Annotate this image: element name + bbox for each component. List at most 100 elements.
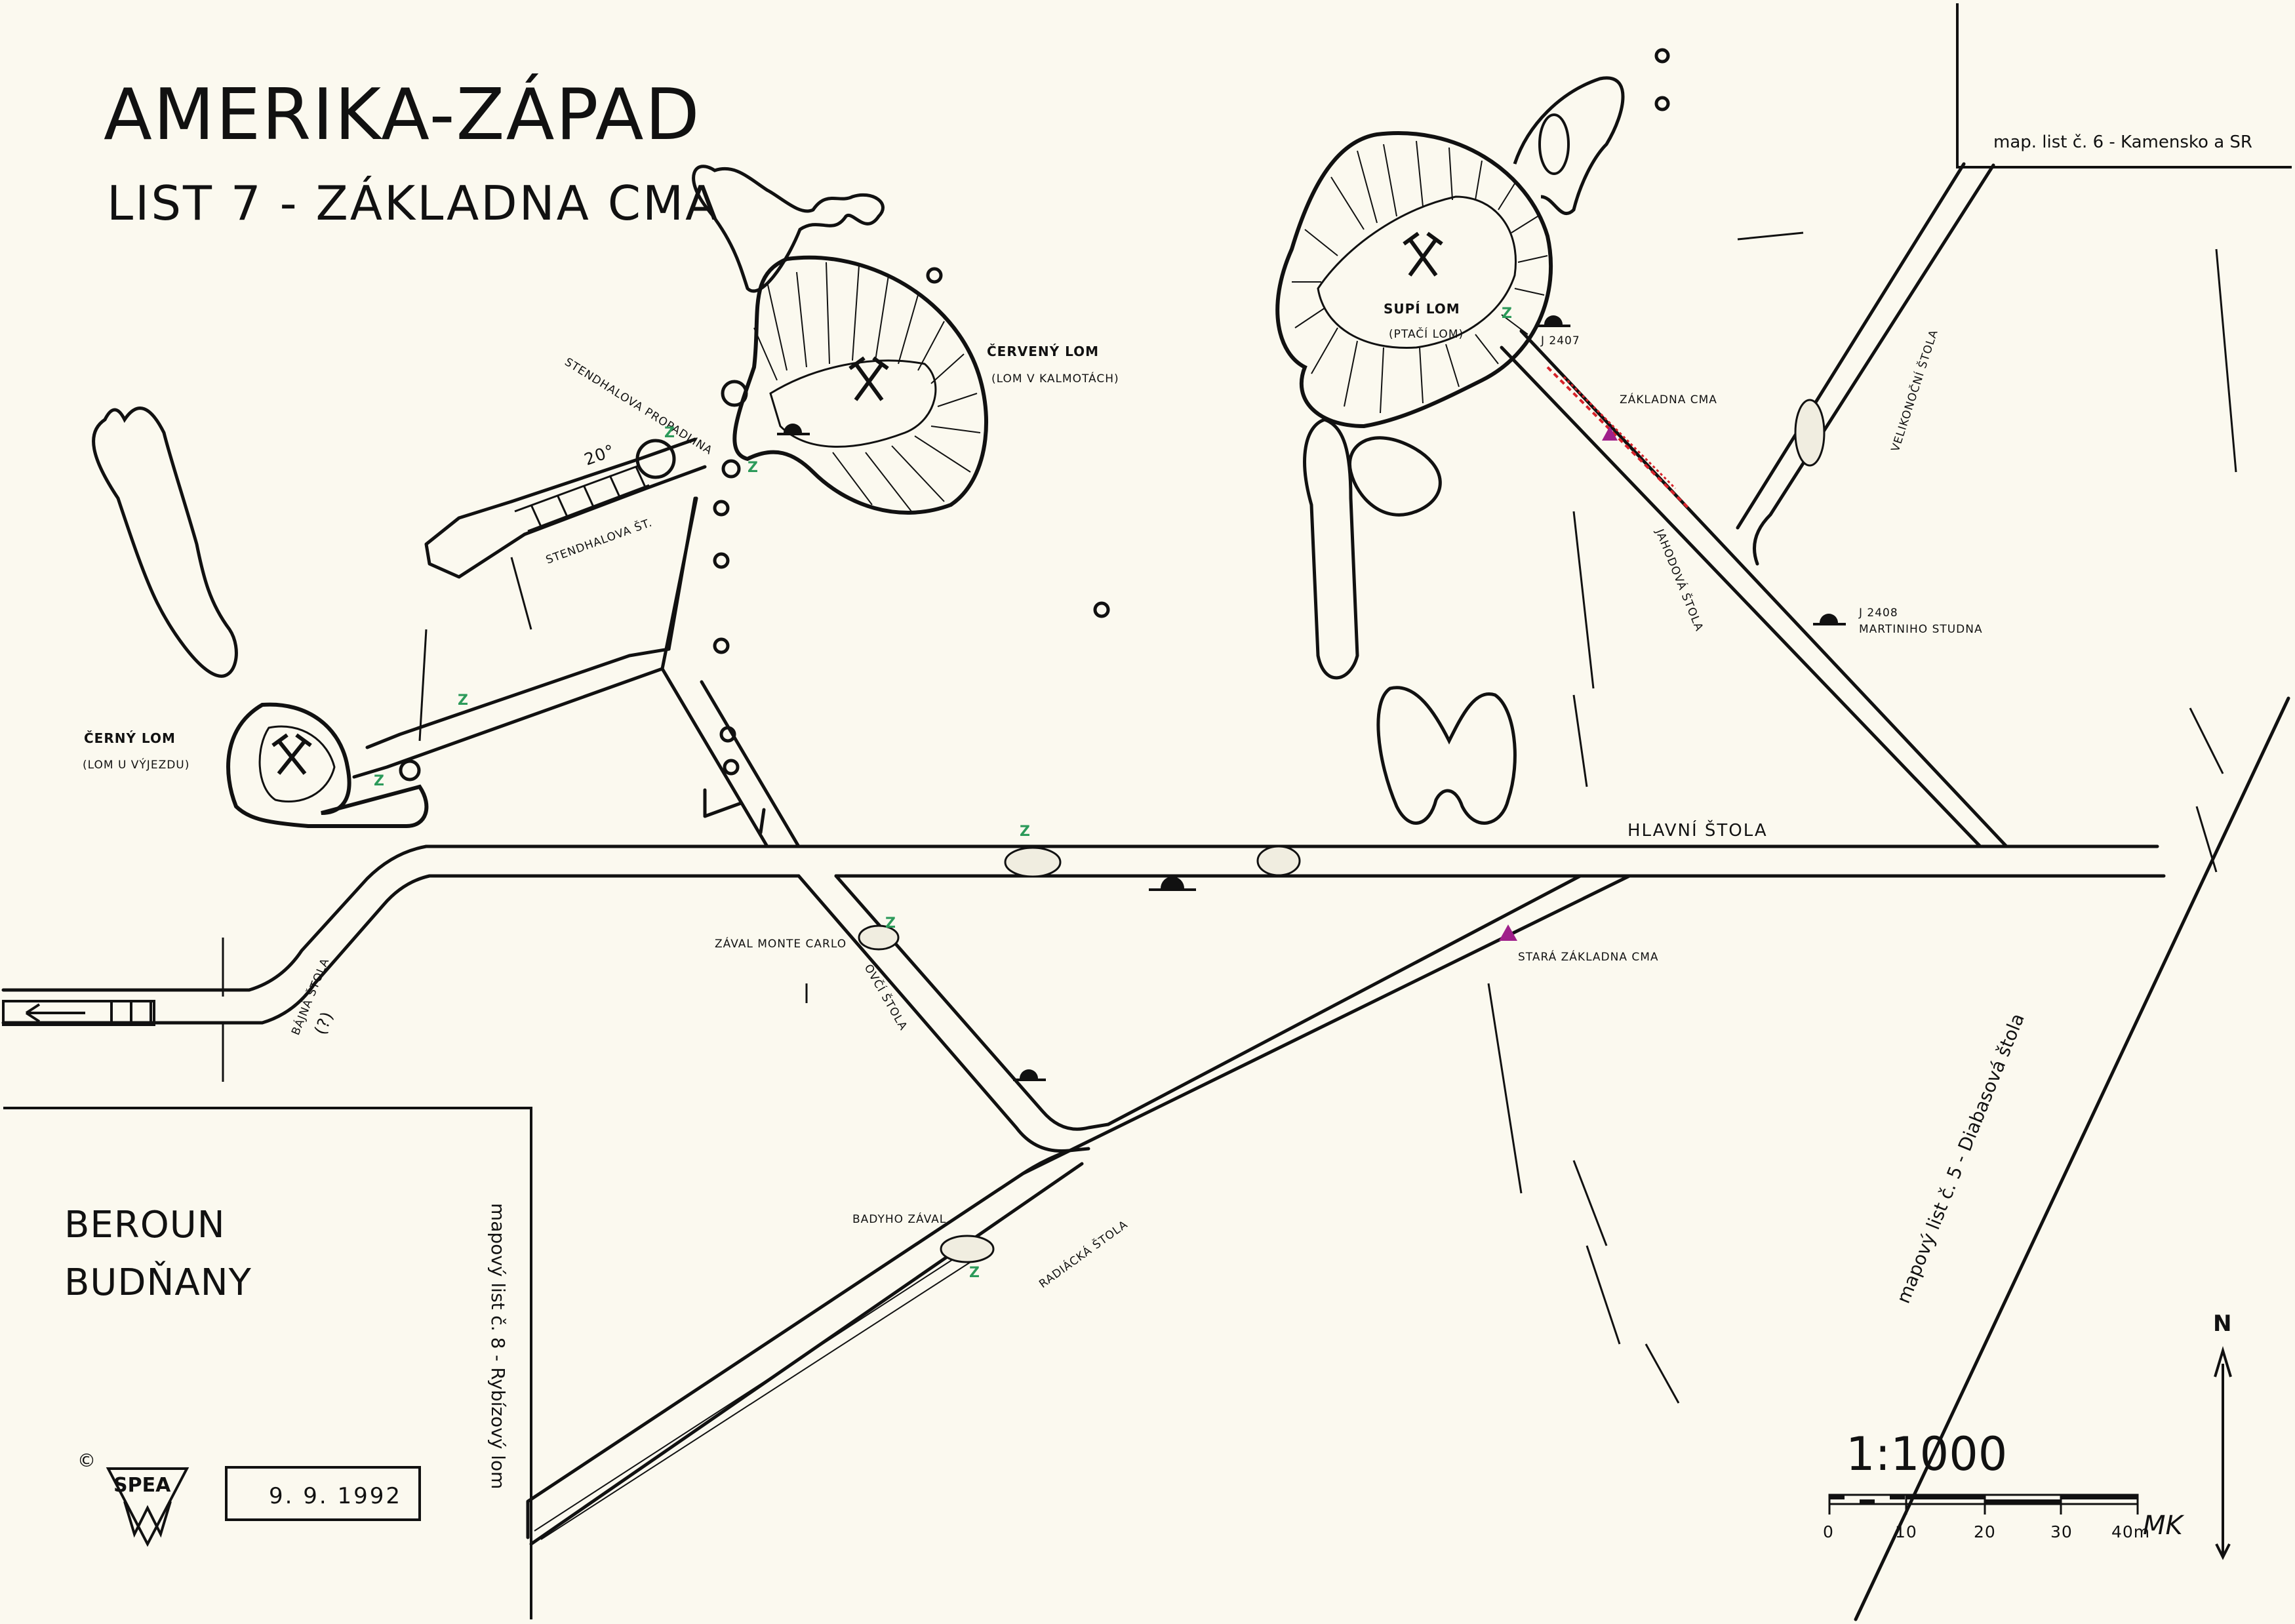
diagonal-south-wall <box>1021 874 1631 1176</box>
marker-z-3: Z <box>1502 306 1512 322</box>
map-labels: ČERVENÝ LOM (LOM V KALMOTÁCH) SUPÍ LOM (… <box>83 132 2252 1489</box>
cerveny-lom-floor <box>769 359 937 448</box>
jahodova-stola-label: JAHODOVÁ ŠTOLA <box>1652 526 1707 633</box>
map-date: 9. 9. 1992 <box>269 1483 402 1509</box>
hachure-lines <box>222 231 2237 1404</box>
stendhalova-stola-end <box>424 500 527 579</box>
cerveny-lom-rim <box>732 255 988 515</box>
marker-z-1: Z <box>664 425 675 441</box>
author-signature: MK <box>2143 1511 2185 1541</box>
map-title: AMERIKA-ZÁPAD <box>104 73 701 156</box>
stendhalova-stola-south <box>523 465 707 536</box>
depression-central <box>1303 418 1359 680</box>
marker-z-2: Z <box>748 460 758 476</box>
cerveny-lom-name: ČERVENÝ LOM <box>987 344 1099 359</box>
marker-z-7: Z <box>969 1265 980 1281</box>
marker-z-4: Z <box>458 692 468 709</box>
zaval-monte-carlo-label: ZÁVAL MONTE CARLO <box>715 936 847 951</box>
supi-lom-name: SUPÍ LOM <box>1384 301 1460 317</box>
supi-lom-floor <box>1317 195 1517 349</box>
to-cerny-lom-south-wall <box>365 647 671 749</box>
zakladna-cma-label: ZÁKLADNA CMA <box>1620 392 1717 406</box>
supi-lom-alt: (PTAČÍ LOM) <box>1389 327 1464 341</box>
north-arrow-icon <box>2214 1346 2232 1560</box>
rubble-zones <box>858 399 1826 1263</box>
stara-zakladna-cma-label: STARÁ ZÁKLADNA CMA <box>1518 949 1659 964</box>
sheet-ref-list8: mapový list č. 8 - Rybízový lom <box>487 1203 509 1489</box>
ovci-stola-west-wall <box>797 874 1090 1153</box>
velikonocni-stola-west-wall <box>1736 162 1966 530</box>
scale-tick-30: 30 <box>2050 1522 2073 1541</box>
frame-top-right <box>1956 3 2292 168</box>
spea-logo-icon <box>106 1467 190 1547</box>
scale-tick-40: 40m <box>2111 1522 2150 1541</box>
bajna-stola-south-wall <box>1 874 431 1025</box>
cerny-lom-name: ČERNÝ LOM <box>84 730 176 746</box>
marker-z-5: Z <box>1020 823 1030 840</box>
sheet-ref-list6: map. list č. 6 - Kamensko a SR <box>1993 132 2252 152</box>
sheet-frames <box>3 3 2292 1619</box>
ovci-stola-east-wall <box>834 874 1110 1131</box>
depression-west <box>92 406 238 678</box>
ladder <box>514 464 650 532</box>
diabasova-edge <box>1854 696 2290 1621</box>
bajna-stola-north-wall <box>1 844 428 992</box>
j2407-label: J 2407 <box>1540 334 1580 347</box>
radiacka-stola-north-wall <box>526 1172 1025 1539</box>
cerny-lom-floor <box>258 725 336 803</box>
radiacka-stola-label: RADIÁCKÁ ŠTOLA <box>1036 1217 1130 1291</box>
velikonocni-stola-label: VELIKONOČNÍ ŠTOLA <box>1888 328 1941 454</box>
scale-ratio: 1:1000 <box>1846 1427 2007 1481</box>
cerny-lom-alt: (LOM U VÝJEZDU) <box>83 757 190 772</box>
jahodova-stola-west-wall <box>1500 346 1982 848</box>
cerny-lom-rim <box>226 702 429 828</box>
stub-passage <box>703 788 766 835</box>
jahodova-stola-east-wall <box>1519 329 2008 848</box>
sheet-ref-list5: mapový list č. 5 - Diabasová štola <box>1892 1010 2029 1307</box>
rail-track <box>534 1252 971 1540</box>
entrance-symbols <box>777 315 1846 1081</box>
hammers-icon <box>1403 231 1443 277</box>
stendhalova-propadlina-label: STENDHALOVA PROPADLINA <box>562 355 715 458</box>
hlavni-stola-label: HLAVNÍ ŠTOLA <box>1627 820 1768 841</box>
shaft-markers <box>399 48 1670 782</box>
place-line-1: BEROUN <box>64 1204 226 1246</box>
supi-lom-rim <box>1275 131 1553 429</box>
badyho-zaval-label: BADYHO ZÁVAL <box>852 1212 946 1226</box>
marker-z-8: Z <box>374 773 384 789</box>
marker-z-6: Z <box>885 915 896 932</box>
surface-features <box>92 165 1517 825</box>
supi-lom-pit <box>1538 113 1570 175</box>
cerveny-lom <box>732 255 988 515</box>
north-branch-west-wall-b <box>667 496 697 651</box>
cerny-lom <box>226 702 429 828</box>
info-box: BEROUN BUDŇANY © SPEA 9. 9. 1992 <box>64 1204 421 1547</box>
tunnels <box>1 162 2290 1621</box>
colored-markers <box>1499 366 1690 941</box>
north-branch-east-wall <box>660 496 769 848</box>
frame-bottom-left <box>3 1107 532 1619</box>
j2408-label: J 2408 <box>1858 606 1898 620</box>
north-label: N <box>2213 1311 2231 1337</box>
bajna-question-label: (?) <box>311 1008 337 1037</box>
north-branch-west-wall-a <box>700 680 801 848</box>
depression-small <box>1348 436 1442 517</box>
scale-bar: 1:1000 0 10 20 30 40m MK <box>1823 1427 2185 1541</box>
map-subtitle: LIST 7 - ZÁKLADNA CMA <box>107 176 719 231</box>
hammers-icon <box>848 356 889 401</box>
scale-tick-10: 10 <box>1895 1522 1917 1541</box>
supi-lom-spur <box>1513 76 1625 216</box>
place-line-2: BUDŇANY <box>64 1261 252 1304</box>
stendhalova-st-label: STENDHALOVA ŠT. <box>544 515 654 566</box>
stendhalova-stola-north <box>509 437 697 504</box>
to-cerny-lom-north-wall <box>352 667 664 779</box>
martiniho-studna-label: MARTINIHO STUDNA <box>1859 623 1983 636</box>
date-box <box>225 1466 421 1521</box>
diagonal-north-wall <box>1106 874 1582 1126</box>
entrance-arrow-icon <box>2 1000 155 1026</box>
angle-label: 20° <box>582 441 617 469</box>
scale-tick-20: 20 <box>1974 1522 1996 1541</box>
copyright-mark: © <box>77 1450 96 1471</box>
depression-lower <box>1376 686 1517 825</box>
